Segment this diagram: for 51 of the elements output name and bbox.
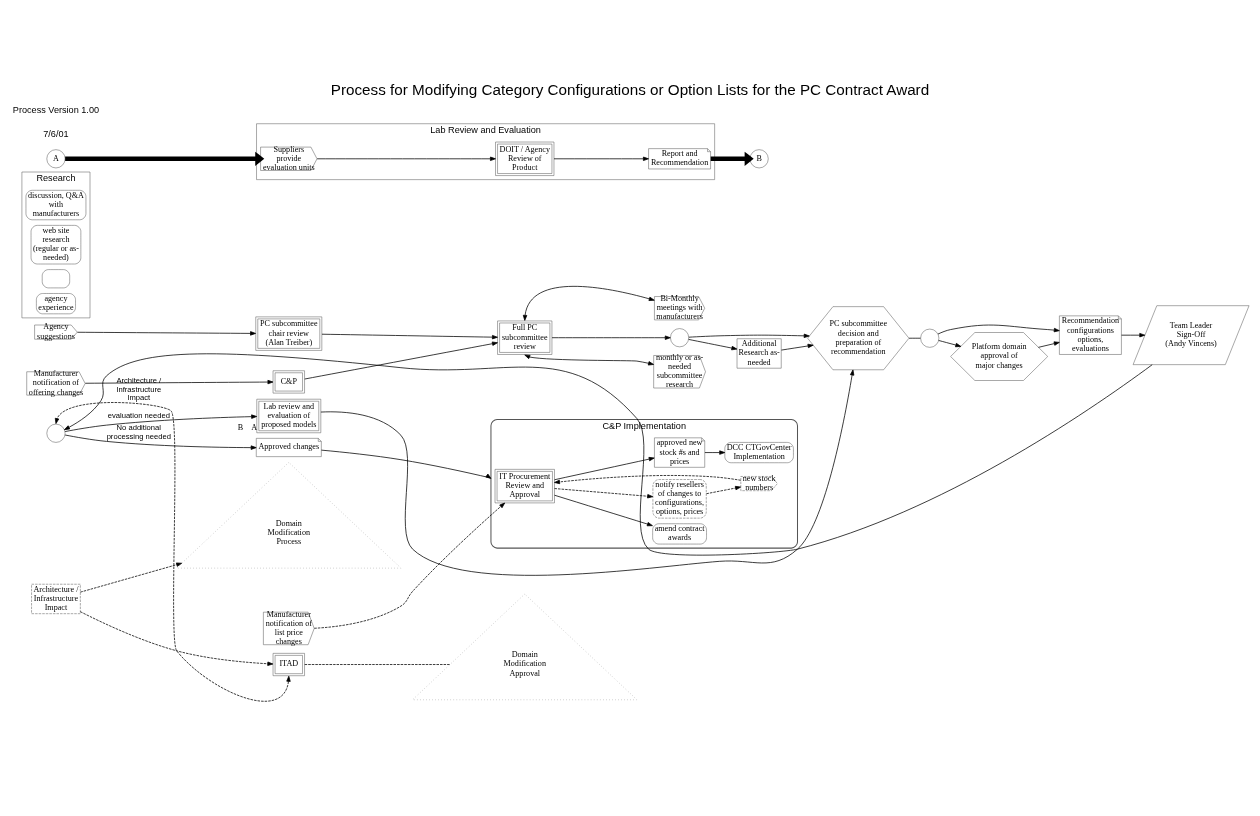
node-box: Additional Research as-needed	[736, 338, 782, 369]
arrow	[64, 414, 258, 432]
arrow	[77, 331, 256, 336]
arrow	[304, 341, 498, 380]
label: Process Version 1.00	[12, 105, 100, 116]
node-box: DCC CTGovCenter Implementation	[724, 442, 794, 463]
arrow	[316, 156, 496, 161]
arrow	[1121, 333, 1146, 338]
arrow	[80, 562, 183, 593]
arrow	[706, 485, 741, 495]
arrow	[688, 333, 810, 338]
arrow	[321, 449, 492, 479]
node-box: Architecture / Infrastructure Impact	[31, 583, 81, 614]
arrow	[554, 488, 654, 499]
arrow	[65, 151, 265, 166]
arrow	[80, 611, 274, 666]
node-box: discussion, Q&A with manufacturers	[25, 190, 87, 221]
arrow	[54, 402, 291, 702]
node-circle	[46, 423, 66, 443]
node-box: agency experience	[36, 293, 76, 315]
node-label: B A	[237, 423, 258, 433]
arrow	[710, 151, 754, 166]
diagram-title: Process for Modifying Category Configurations or Option Lists for the PC Contract Award	[330, 81, 930, 99]
arrow	[937, 324, 1060, 335]
arrow	[938, 340, 962, 348]
arrow	[321, 333, 498, 340]
node-circle	[670, 328, 689, 348]
node-circle: A	[46, 149, 66, 169]
arrow	[688, 339, 738, 351]
arrow	[704, 450, 726, 455]
node-box: notify resellers of changes to configurations, options, prices	[652, 479, 707, 519]
arrow	[314, 502, 506, 629]
arrow	[554, 475, 742, 485]
arrow	[551, 335, 671, 340]
node-box: web site research (regular or as-needed)	[30, 225, 82, 265]
arrow	[84, 379, 274, 385]
arrow	[554, 494, 653, 527]
connector	[304, 664, 451, 665]
arrow	[524, 354, 654, 366]
label: 7/6/01	[43, 129, 69, 140]
arrow	[553, 156, 649, 161]
arrow	[522, 285, 655, 321]
node-circle: B	[749, 149, 769, 169]
arrow	[320, 369, 855, 576]
node-circle	[920, 328, 940, 348]
arrow	[1038, 341, 1060, 348]
arrow	[554, 456, 655, 481]
node-box: amend contract awards	[652, 523, 707, 545]
arrow	[781, 343, 814, 351]
node-box	[41, 269, 70, 289]
arrow	[64, 434, 257, 450]
